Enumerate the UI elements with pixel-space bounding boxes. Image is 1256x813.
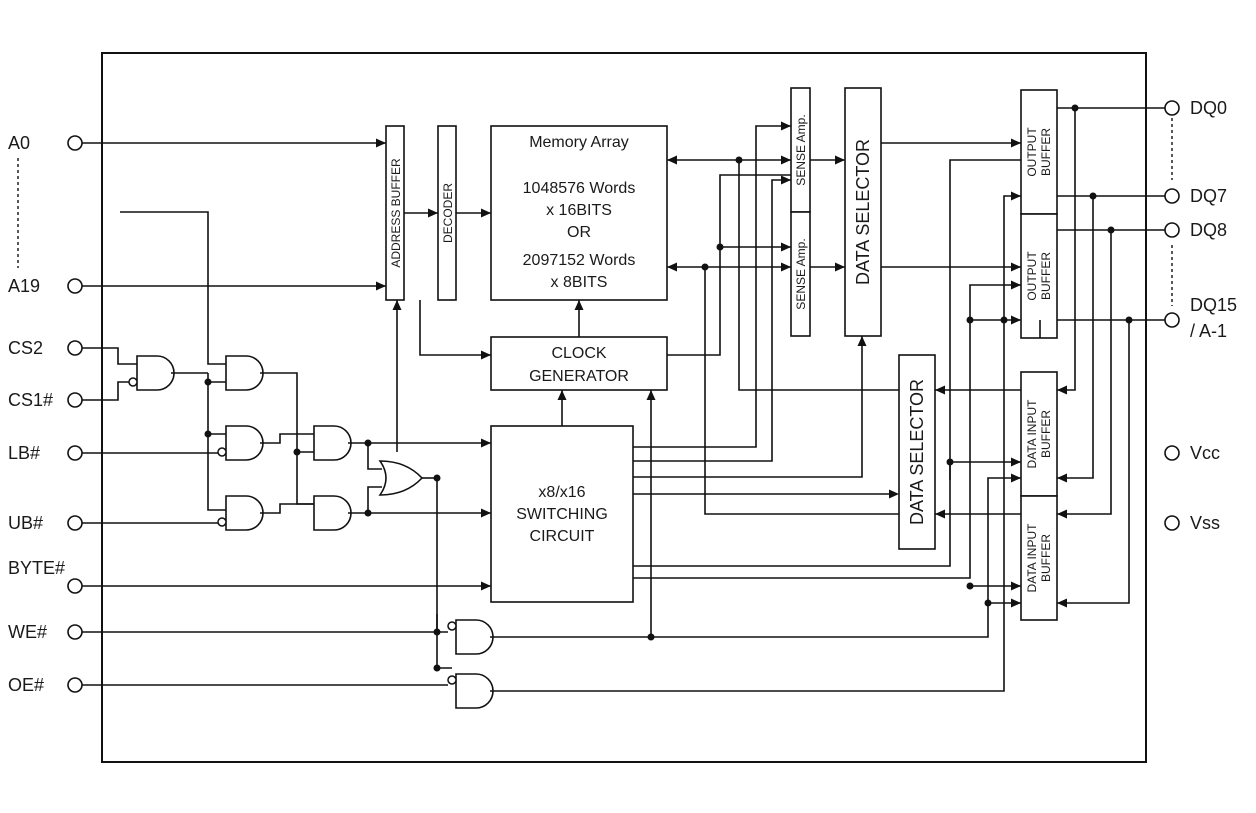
output-buffer-lower-line1: OUTPUT [1025,251,1039,301]
switching-circuit-line1: x8/x16 [538,484,585,501]
memory-array-line5: x 8BITS [551,274,608,291]
pin-labels-left: A0 A19 CS2 CS1# LB# UB# BYTE# WE# OE# [8,133,65,695]
pin-label-dq8: DQ8 [1190,220,1227,240]
sense-amp-upper-label: SENSE Amp. [794,114,808,185]
pin-circles-right [1164,100,1180,531]
memory-array-line2: x 16BITS [546,202,612,219]
pin-label-dq0: DQ0 [1190,98,1227,118]
clock-generator-line1: CLOCK [551,345,606,362]
output-buffer-lower-line2: BUFFER [1039,252,1053,300]
pin-label-we: WE# [8,622,47,642]
output-buffer-lower-block [1020,213,1058,339]
memory-array-line1: 1048576 Words [523,180,636,197]
signal-wires [82,107,1165,692]
pin-label-dq15: DQ15 [1190,295,1237,315]
pin-label-lb: LB# [8,443,40,463]
output-buffer-upper-line2: BUFFER [1039,128,1053,176]
decoder-label: DECODER [441,183,455,243]
junction-dots [204,104,1133,672]
pin-labels-right: DQ0 DQ7 DQ8 DQ15 / A-1 Vcc Vss [1190,98,1237,533]
memory-array-line4: 2097152 Words [523,252,636,269]
address-buffer-label: ADDRESS BUFFER [389,158,403,268]
switching-circuit-block [490,425,634,603]
switching-circuit-line3: CIRCUIT [530,528,595,545]
clock-generator-line2: GENERATOR [529,368,629,385]
pin-label-a19: A19 [8,276,40,296]
pin-label-a0: A0 [8,133,30,153]
memory-array-line3: OR [567,224,591,241]
pin-label-a-1: / A-1 [1190,321,1227,341]
output-buffer-upper-line1: OUTPUT [1025,127,1039,177]
sense-amp-lower-block [790,211,811,337]
data-input-buffer-upper-line2: BUFFER [1039,410,1053,458]
data-input-buffer-lower-line2: BUFFER [1039,534,1053,582]
data-selector-upper-label: DATA SELECTOR [853,139,873,285]
sense-amp-lower-label: SENSE Amp. [794,238,808,309]
pin-label-byte: BYTE# [8,558,65,578]
data-input-buffer-upper-block [1020,371,1058,497]
pin-label-oe: OE# [8,675,44,695]
data-input-buffer-lower-line1: DATA INPUT [1025,523,1039,593]
chip-outline [101,52,1147,763]
pin-circles-left [67,135,83,693]
data-input-buffer-lower-block [1020,495,1058,621]
output-buffer-upper-block [1020,89,1058,215]
data-input-buffer-upper-line1: DATA INPUT [1025,399,1039,469]
data-selector-lower-label: DATA SELECTOR [907,379,927,525]
pin-label-cs2: CS2 [8,338,43,358]
pin-label-vcc: Vcc [1190,443,1220,463]
clock-generator-block [490,336,668,391]
memory-array-title: Memory Array [529,134,629,151]
pin-label-vss: Vss [1190,513,1220,533]
data-selector-upper-block [844,87,882,337]
pin-label-ub: UB# [8,513,43,533]
pin-label-cs1: CS1# [8,390,53,410]
switching-circuit-line2: SWITCHING [516,506,608,523]
arrowheads [376,121,1067,608]
data-selector-lower-block [898,354,936,550]
pin-label-dq7: DQ7 [1190,186,1227,206]
logic-gates [128,355,494,709]
